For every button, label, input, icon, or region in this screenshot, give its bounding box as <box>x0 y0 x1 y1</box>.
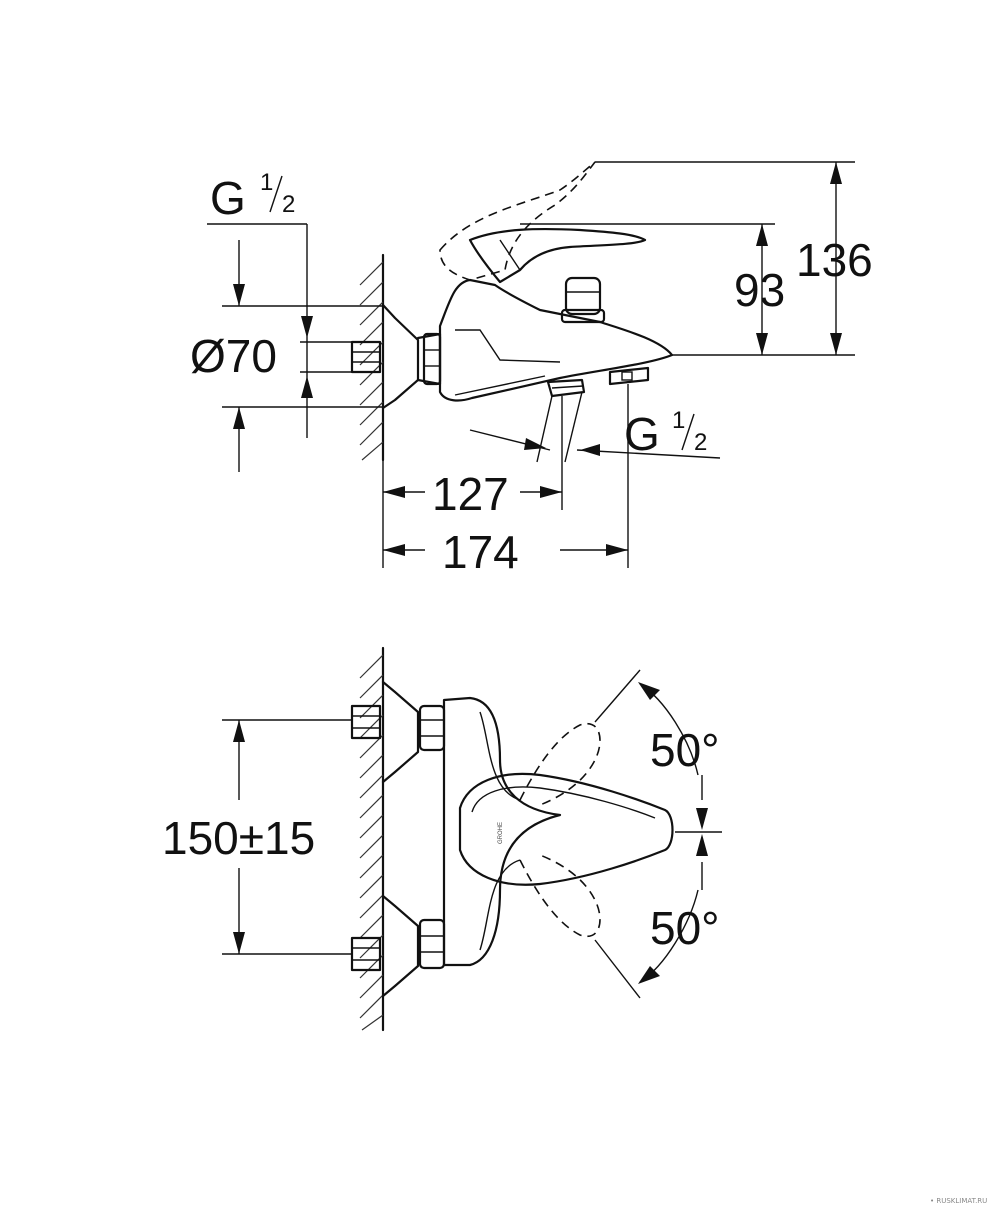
wall-front <box>359 646 385 1032</box>
hand-shower-outlet <box>608 366 650 386</box>
watermark: • RUSKLIMAT.RU <box>930 1197 987 1205</box>
outlet-thread-numerator: 1 <box>672 407 685 434</box>
inlet-thread-label: G 1 2 <box>210 169 295 224</box>
diameter-label: Ø70 <box>190 330 277 382</box>
lower-connector <box>350 894 446 998</box>
inlet-thread-denominator: 2 <box>282 191 295 218</box>
lever-left-dashed <box>519 722 601 806</box>
upper-connector <box>350 680 446 784</box>
lever-raised-dashed <box>439 161 596 281</box>
mixer-body-front <box>442 696 562 967</box>
inlet-thread-letter: G <box>210 172 246 224</box>
side-arrowheads <box>233 162 842 556</box>
side-view: G 1 2 Ø70 93 136 G 1 2 127 174 <box>190 161 873 578</box>
side-dimension-lines <box>207 161 855 568</box>
outlet-thread-letter: G <box>624 408 660 460</box>
inlet-thread-numerator: 1 <box>260 169 273 196</box>
total-height-label: 136 <box>796 234 873 286</box>
angle-lower-label: 50° <box>650 902 720 954</box>
projection-174-label: 174 <box>442 526 519 578</box>
lever-front <box>458 772 674 886</box>
centers-distance-label: 150±15 <box>162 812 315 864</box>
grohe-logo: GROHE <box>498 822 504 844</box>
front-view: GROHE 1 <box>162 646 722 1032</box>
outlet-thread-label: G 1 2 <box>624 407 707 460</box>
outlet-thread-denominator: 2 <box>694 429 707 456</box>
lever-side <box>468 227 647 284</box>
angle-upper-label: 50° <box>650 724 720 776</box>
spout-outlet <box>546 378 586 398</box>
front-arrowheads <box>233 682 708 984</box>
projection-127-label: 127 <box>432 468 509 520</box>
height-label: 93 <box>734 264 785 316</box>
lever-right-dashed <box>519 854 601 938</box>
diverter-knob <box>560 276 606 324</box>
